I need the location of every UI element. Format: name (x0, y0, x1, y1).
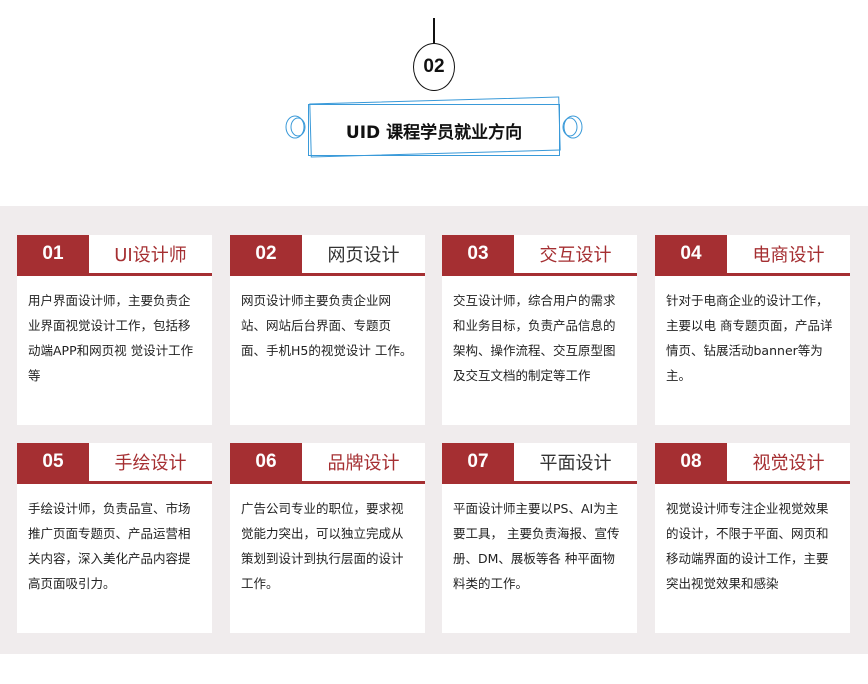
card-description: 广告公司专业的职位，要求视觉能力突出，可以独立完成从策划到设计到执行层面的设计工… (241, 501, 404, 591)
card-number: 04 (655, 235, 727, 273)
card-header: 06 品牌设计 (230, 443, 425, 484)
career-card: 06 品牌设计广告公司专业的职位，要求视觉能力突出，可以独立完成从策划到设计到执行… (230, 443, 425, 633)
card-title: 平面设计 (539, 453, 612, 474)
card-number: 07 (442, 443, 514, 481)
connector-line (433, 18, 435, 43)
card-header: 08 视觉设计 (655, 443, 850, 484)
card-number: 03 (442, 235, 514, 273)
card-number: 05 (17, 443, 89, 481)
card-title: 交互设计 (539, 245, 612, 266)
card-title: 品牌设计 (327, 453, 400, 474)
card-number: 08 (655, 443, 727, 481)
card-title: UI设计师 (114, 245, 187, 266)
ring-left-icon (285, 115, 306, 139)
card-header: 02 网页设计 (230, 235, 425, 276)
career-card: 08 视觉设计视觉设计师专注企业视觉效果的设计，不限于平面、网页和移动端界面的设计… (655, 443, 850, 633)
card-description: 手绘设计师，负责品宣、市场推广页面专题页、产品运营相关内容，深入美化产品内容提高… (28, 501, 191, 591)
card-description: 交互设计师，综合用户的需求和业务目标，负责产品信息的架构、操作流程、交互原型图及… (453, 293, 616, 383)
card-title: 手绘设计 (114, 453, 187, 474)
card-number: 06 (230, 443, 302, 481)
card-number: 01 (17, 235, 89, 273)
card-description: 网页设计师主要负责企业网站、网站后台界面、专题页面、手机H5的视觉设计 工作。 (241, 293, 413, 358)
card-header: 01 UI设计师 (17, 235, 212, 276)
card-header: 04 电商设计 (655, 235, 850, 276)
card-description: 针对于电商企业的设计工作，主要以电 商专题页面，产品详情页、钻展活动banner… (666, 293, 833, 383)
career-card: 07 平面设计平面设计师主要以PS、AI为主要工具， 主要负责海报、宣传册、DM、… (442, 443, 637, 633)
section-title: UID 课程学员就业方向 (308, 104, 560, 156)
section-number: 02 (413, 43, 455, 91)
card-description: 视觉设计师专注企业视觉效果的设计，不限于平面、网页和移动端界面的设计工作，主要突… (666, 501, 829, 591)
card-title: 电商设计 (752, 245, 825, 266)
career-card: 03 交互设计交互设计师，综合用户的需求和业务目标，负责产品信息的架构、操作流程、… (442, 235, 637, 425)
career-card: 01 UI设计师用户界面设计师，主要负责企业界面视觉设计工作，包括移动端APP和网… (17, 235, 212, 425)
card-description: 用户界面设计师，主要负责企业界面视觉设计工作，包括移动端APP和网页视 觉设计工… (28, 293, 194, 383)
career-card: 04 电商设计针对于电商企业的设计工作，主要以电 商专题页面，产品详情页、钻展活动… (655, 235, 850, 425)
card-title: 视觉设计 (752, 453, 825, 474)
card-header: 05 手绘设计 (17, 443, 212, 484)
ring-right-icon (562, 115, 583, 139)
career-card: 05 手绘设计手绘设计师，负责品宣、市场推广页面专题页、产品运营相关内容，深入美化… (17, 443, 212, 633)
card-number: 02 (230, 235, 302, 273)
card-header: 03 交互设计 (442, 235, 637, 276)
card-title: 网页设计 (327, 245, 400, 266)
career-card: 02 网页设计网页设计师主要负责企业网站、网站后台界面、专题页面、手机H5的视觉设… (230, 235, 425, 425)
card-description: 平面设计师主要以PS、AI为主要工具， 主要负责海报、宣传册、DM、展板等各 种… (453, 501, 620, 591)
card-header: 07 平面设计 (442, 443, 637, 484)
